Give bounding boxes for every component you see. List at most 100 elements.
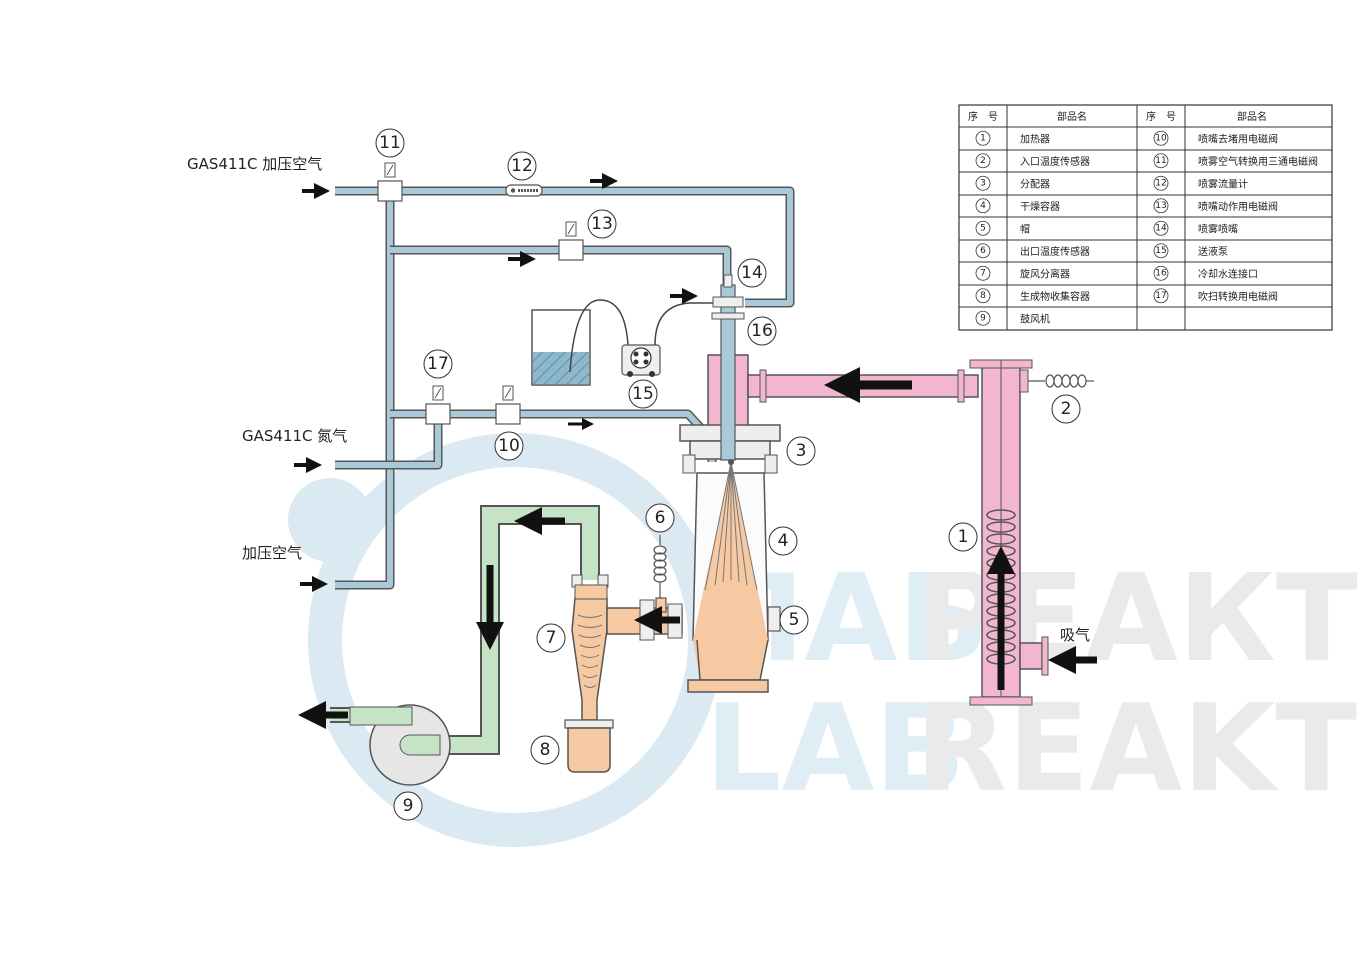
callout-1: 1 [958,527,969,547]
table-num-circle [975,130,991,146]
callouts [375,128,1081,821]
table-row-1-number: 9 [980,313,986,323]
table-num-circle [975,265,991,281]
table-row-2-part: 喷雾空气转换用三通电磁阀 [1198,155,1318,168]
table-header-no-2: 序 号 [1146,110,1176,123]
table-num-circle [975,288,991,304]
table-row-2-part: 冷却水连接口 [1198,267,1258,280]
label-nitrogen-gas: GAS411C 氮气 [242,427,347,445]
table-header-name-2: 部品名 [1237,110,1267,123]
table-row-2-part: 喷嘴动作用电磁阀 [1198,200,1278,213]
table-num-circle [1153,243,1169,259]
table-row-2-number: 10 [1155,133,1167,143]
table-row-1-part: 干燥容器 [1020,200,1060,213]
flowmeter-12 [505,184,543,197]
watermark-dot [288,478,372,562]
table-row-2-number: 15 [1155,246,1166,256]
table-num-circle [1153,130,1169,146]
table-num-circle [1153,288,1169,304]
table-num-circle [975,198,991,214]
table-row-1-number: 1 [980,133,986,143]
callout-12: 12 [511,156,533,176]
table-num-circle [975,243,991,259]
parts-table: 序 号 部品名 序 号 部品名 1 加热器 10 喷嘴去堵用电磁阀 2 入口温度传感器 11… [958,104,1333,331]
spray-nozzle [711,274,745,465]
collection-vessel [564,719,614,773]
table-num-circle [975,310,991,326]
feed-pump [621,302,713,377]
table-row-1-number: 4 [980,201,986,211]
feed-beaker [531,299,629,386]
table-row-1-part: 旋风分离器 [1020,267,1070,280]
table-row-1-part: 出口温度传感器 [1020,245,1090,258]
label-pressurized-air-gas: GAS411C 加压空气 [187,155,322,173]
label-suction: 吸气 [1060,626,1090,644]
table-row-2-part: 喷嘴去堵用电磁阀 [1198,132,1278,145]
callout-9: 9 [403,796,414,816]
table-header-no-1: 序 号 [968,110,998,123]
callout-11: 11 [379,133,401,153]
callout-8: 8 [540,740,551,760]
table-num-circle [975,153,991,169]
table-row-2-part: 喷雾喷嘴 [1198,223,1238,235]
callout-7: 7 [546,628,557,648]
cyclone-spiral [577,614,603,688]
table-num-circle [1153,198,1169,214]
table-row-1-part: 鼓风机 [1020,312,1050,325]
valve-13 [558,221,584,261]
callout-6: 6 [655,508,666,528]
table-num-circle [1153,265,1169,281]
table-row-2-part: 送液泵 [1198,245,1228,258]
table-header-name-1: 部品名 [1057,110,1087,123]
table-num-circle [1153,175,1169,191]
valve-10 [495,385,521,425]
table-row-2-part: 喷雾流量计 [1198,177,1248,190]
valve-11 [377,162,403,202]
table-row-2-part: 吹扫转换用电磁阀 [1198,290,1278,303]
table-num-circle [1153,220,1169,236]
table-row-2-number: 13 [1155,201,1166,211]
callout-16: 16 [751,321,773,341]
table-row-1-part: 入口温度传感器 [1020,155,1090,168]
table-num-circle [975,175,991,191]
table-num-circle [1153,153,1169,169]
callout-3: 3 [796,441,807,461]
callout-10: 10 [498,436,520,456]
cyclone [571,574,683,721]
drying-chamber [679,424,781,693]
cap [767,606,781,632]
table-row-1-part: 生成物收集容器 [1020,290,1090,303]
callout-17: 17 [427,354,449,374]
outlet-temp-sensor [653,535,667,613]
table-row-1-number: 7 [980,268,986,278]
valve-17 [425,385,451,425]
table-row-1-part: 帽 [1020,222,1030,235]
callout-13: 13 [591,214,613,234]
callout-15: 15 [632,384,654,404]
table-num-circle [975,220,991,236]
blower [349,704,451,786]
table-row-1-part: 分配器 [1020,178,1050,190]
table-row-1-number: 2 [980,156,986,166]
table-row-2-number: 12 [1155,178,1166,188]
table-row-2-number: 17 [1155,291,1166,301]
callout-14: 14 [741,263,763,283]
table-rows: 1 加热器 10 喷嘴去堵用电磁阀 2 入口温度传感器 11 喷雾空气转换用三通电磁阀 3 分配器… [975,130,1318,326]
callout-2: 2 [1061,399,1072,419]
table-row-2-number: 11 [1155,156,1166,166]
table-row-1-part: 加热器 [1020,132,1050,145]
table-row-2-number: 16 [1155,268,1167,278]
flow-arrows [294,173,1097,729]
inlet-temp-sensor-coil [1028,374,1094,388]
table-row-1-number: 6 [980,246,986,256]
callout-4: 4 [778,531,789,551]
table-row-2-number: 14 [1155,223,1167,233]
table-row-1-number: 8 [980,291,986,301]
watermark-line2-light: LAB [705,680,966,819]
table-row-1-number: 3 [980,178,986,188]
table-row-1-number: 5 [980,223,986,233]
watermark: ЛАБ РЕАКТИВ LAB REAKTIV [288,433,1360,847]
label-pressurized-air: 加压空气 [242,544,302,562]
spray-cone [704,461,758,591]
